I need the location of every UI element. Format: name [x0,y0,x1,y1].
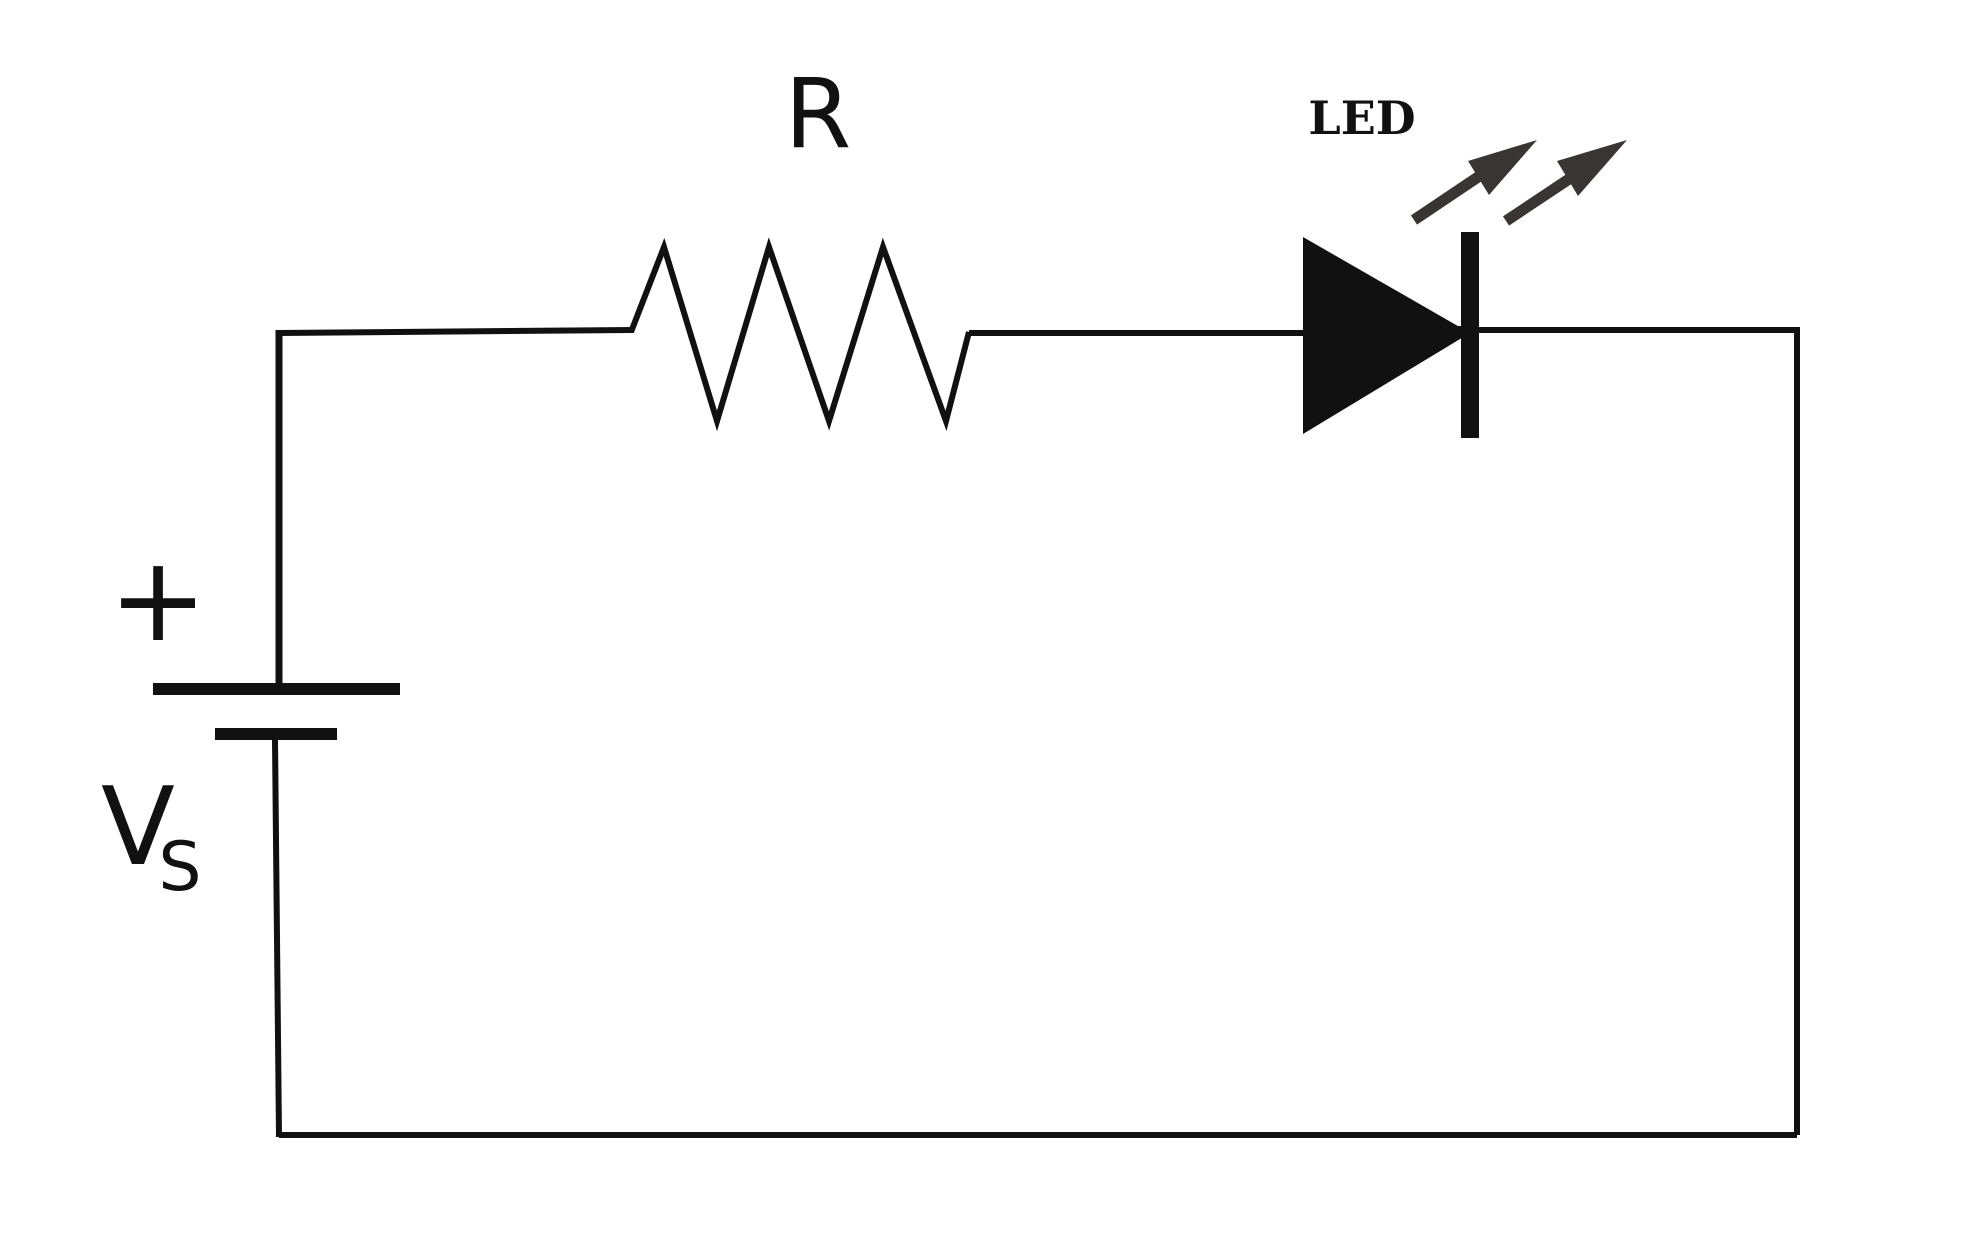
emission-arrow-2-shaft [1502,170,1579,226]
battery-symbol [153,683,400,740]
labels: R LED + V S [101,58,1416,907]
source-polarity-label: + [109,530,208,668]
source-label: V [101,765,175,890]
source-label-main: V [101,765,175,890]
resistor-zigzag [628,237,972,432]
source-label-subscript: S [158,828,201,907]
wire-left-bottom [272,739,282,1138]
diode-triangle [1303,237,1470,434]
diode-cathode-bar [1461,232,1479,438]
wire-top-left [278,327,634,336]
wires [272,237,1800,1138]
emission-arrow-1-shaft [1410,168,1488,225]
led-symbol [1303,140,1627,438]
emission-arrow-2-head [1557,140,1627,196]
light-emission-arrows [1410,140,1627,226]
emission-arrow-1-head [1468,140,1537,195]
resistor-label: R [785,58,852,170]
led-label: LED [1308,91,1415,145]
